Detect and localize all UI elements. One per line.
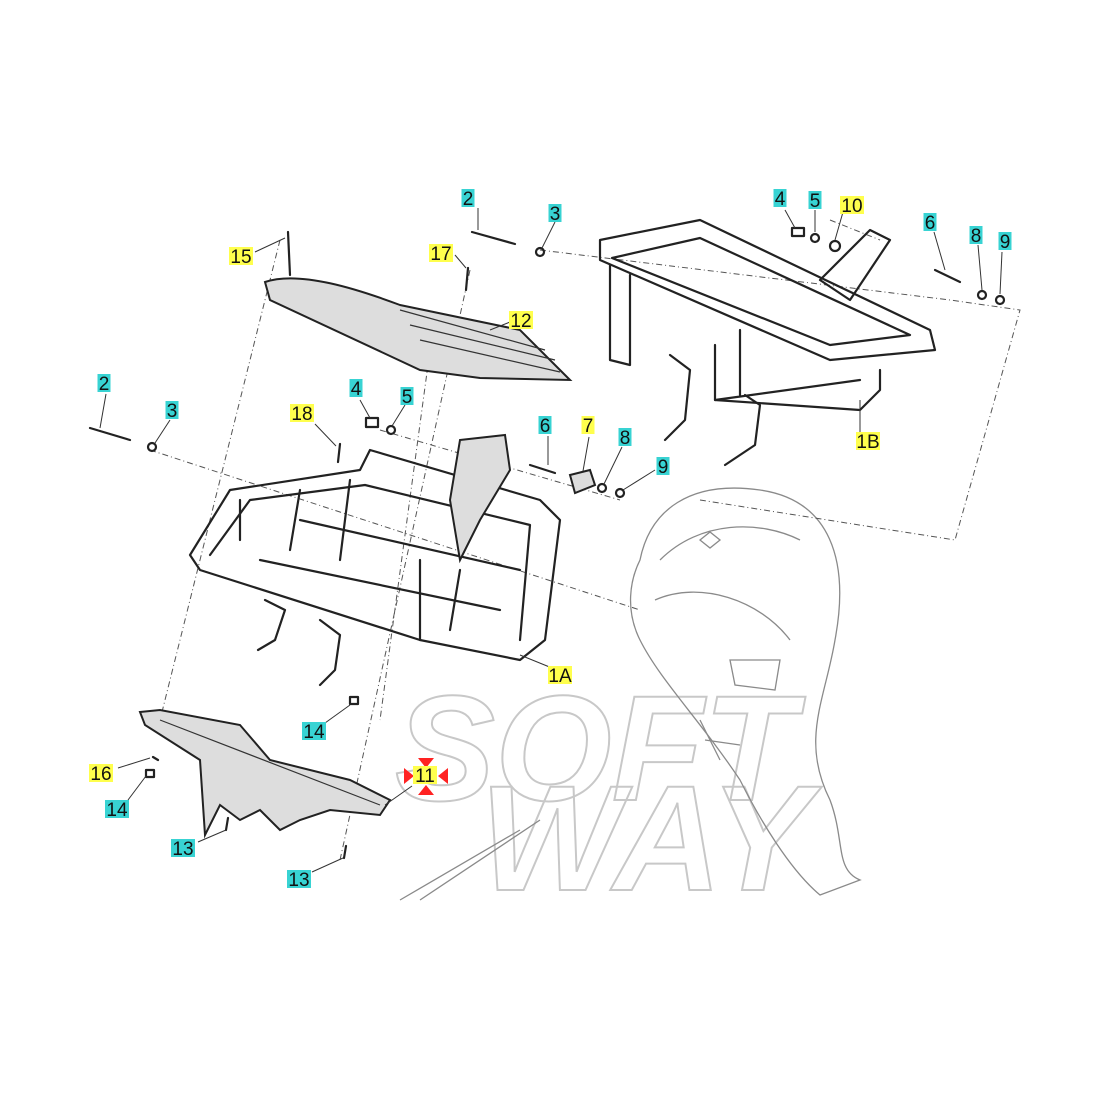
label-text: 3: [550, 204, 561, 225]
part-label-14[interactable]: 14: [302, 722, 326, 743]
label-highlight: [548, 666, 572, 684]
label-text: 16: [90, 764, 111, 785]
part-label-6[interactable]: 6: [923, 213, 937, 234]
part-label-9[interactable]: 9: [656, 457, 670, 478]
label-highlight: [773, 189, 787, 207]
label-highlight: [581, 416, 595, 434]
label-highlight: [229, 247, 253, 265]
part-label-13[interactable]: 13: [287, 870, 311, 891]
watermark: SOFT WAY: [394, 663, 823, 923]
part-label-6[interactable]: 6: [538, 416, 552, 437]
label-text: 9: [1000, 232, 1011, 253]
label-highlight: [349, 379, 363, 397]
label-text: 1A: [548, 666, 572, 687]
label-text: 7: [583, 416, 594, 437]
label-highlight: [429, 244, 453, 262]
label-highlight: [808, 191, 822, 209]
part-label-2[interactable]: 2: [97, 374, 111, 395]
selected-part-marker: [404, 758, 448, 795]
part-label-5[interactable]: 5: [400, 387, 414, 408]
part-label-4[interactable]: 4: [349, 379, 363, 400]
part-label-12[interactable]: 12: [509, 311, 533, 332]
part-label-13[interactable]: 13: [171, 839, 195, 860]
label-highlight: [171, 839, 195, 857]
label-text: 8: [620, 428, 631, 449]
part-label-1A[interactable]: 1A: [548, 666, 572, 687]
label-highlight: [969, 226, 983, 244]
svg-text:WAY: WAY: [480, 754, 822, 922]
part-label-8[interactable]: 8: [969, 226, 983, 247]
label-text: 10: [841, 196, 862, 217]
part-label-1B[interactable]: 1B: [856, 432, 880, 453]
label-text: 9: [658, 457, 669, 478]
label-highlight: [656, 457, 670, 475]
label-text: 3: [167, 401, 178, 422]
label-text: 6: [540, 416, 551, 437]
part-label-10[interactable]: 10: [840, 196, 864, 217]
label-text: 15: [230, 247, 251, 268]
label-text: 12: [510, 311, 531, 332]
label-highlight: [105, 800, 129, 818]
front-rack-1a: [188, 433, 562, 687]
label-text: 14: [303, 722, 325, 743]
label-highlight: [548, 204, 562, 222]
label-highlight: [509, 311, 533, 329]
label-highlight: [840, 196, 864, 214]
label-text: 13: [288, 870, 309, 891]
label-highlight: [461, 189, 475, 207]
label-highlight: [998, 232, 1012, 250]
label-highlight: [89, 764, 113, 782]
label-text: 2: [99, 374, 110, 395]
rear-rack-1b: [598, 218, 937, 467]
label-text: 4: [351, 379, 362, 400]
part-label-7[interactable]: 7: [581, 416, 595, 437]
label-highlight: [618, 428, 632, 446]
label-text: 11: [415, 766, 435, 787]
part-label-3[interactable]: 3: [548, 204, 562, 225]
part-label-9[interactable]: 9: [998, 232, 1012, 253]
label-text: 17: [430, 244, 451, 265]
part-label-14[interactable]: 14: [105, 800, 129, 821]
label-highlight: [165, 401, 179, 419]
part-label-4[interactable]: 4: [773, 189, 787, 210]
svg-text:SOFT: SOFT: [395, 664, 806, 832]
part-label-2[interactable]: 2: [461, 189, 475, 210]
scooter-front-body: [629, 487, 862, 896]
label-highlight: [856, 432, 880, 450]
part-label-3[interactable]: 3: [165, 401, 179, 422]
label-highlight: [923, 213, 937, 231]
fasteners: [88, 226, 1006, 860]
label-highlight: [290, 404, 314, 422]
top-carrier-12: [263, 277, 573, 382]
label-text: 5: [810, 191, 821, 212]
part-label-11[interactable]: 11: [413, 766, 437, 787]
part-label-16[interactable]: 16: [89, 764, 113, 785]
label-text: 4: [775, 189, 786, 210]
label-text: 8: [971, 226, 982, 247]
part-label-18[interactable]: 18: [290, 404, 314, 425]
label-highlight: [413, 766, 437, 784]
label-text: 1B: [856, 432, 879, 453]
lower-panel-11: [138, 708, 392, 839]
part-label-17[interactable]: 17: [429, 244, 453, 265]
label-text: 13: [172, 839, 193, 860]
part-label-15[interactable]: 15: [229, 247, 253, 268]
label-text: 18: [291, 404, 312, 425]
label-highlight: [287, 870, 311, 888]
label-text: 14: [106, 800, 128, 821]
label-highlight: [538, 416, 552, 434]
label-text: 2: [463, 189, 474, 210]
label-highlight: [97, 374, 111, 392]
part-label-8[interactable]: 8: [618, 428, 632, 449]
label-highlight: [302, 722, 326, 740]
label-pointers: [99, 208, 1003, 873]
part-label-5[interactable]: 5: [808, 191, 822, 212]
label-text: 5: [402, 387, 413, 408]
label-highlight: [400, 387, 414, 405]
label-text: 6: [925, 213, 936, 234]
